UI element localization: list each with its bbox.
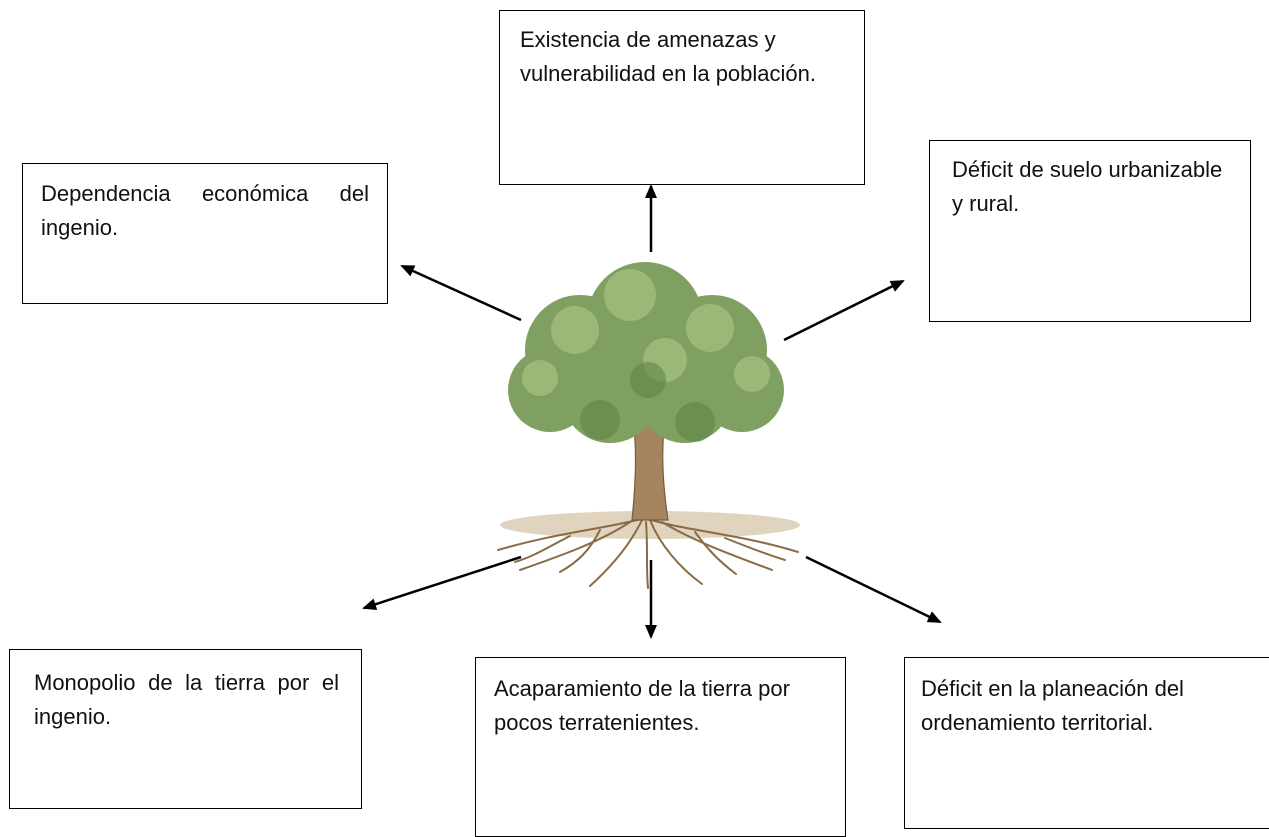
box-bottom: Acaparamiento de la tierra por pocos ter… — [475, 657, 846, 837]
box-upper-right: Déficit de suelo urbanizable y rural. — [929, 140, 1251, 322]
box-bottom-text: Acaparamiento de la tierra por pocos ter… — [494, 676, 790, 735]
box-lower-left-text: Monopolio de la tierra por el ingenio. — [34, 670, 339, 729]
arrow-to-lower-right — [805, 555, 942, 624]
box-top-text: Existencia de amenazas y vulnerabilidad … — [520, 27, 816, 86]
box-lower-left: Monopolio de la tierra por el ingenio. — [9, 649, 362, 809]
box-upper-left-text: Dependencia económica del ingenio. — [41, 181, 369, 240]
box-upper-left: Dependencia económica del ingenio. — [22, 163, 388, 304]
box-top: Existencia de amenazas y vulnerabilidad … — [499, 10, 865, 185]
arrow-to-upper-right — [783, 279, 905, 342]
box-lower-right: Déficit en la planeación del ordenamient… — [904, 657, 1269, 829]
box-lower-right-text: Déficit en la planeación del ordenamient… — [921, 676, 1184, 735]
arrow-to-lower-left — [362, 555, 522, 610]
box-upper-right-text: Déficit de suelo urbanizable y rural. — [952, 157, 1223, 216]
tree-with-roots-icon — [497, 262, 800, 589]
arrow-to-upper-left — [400, 264, 522, 322]
